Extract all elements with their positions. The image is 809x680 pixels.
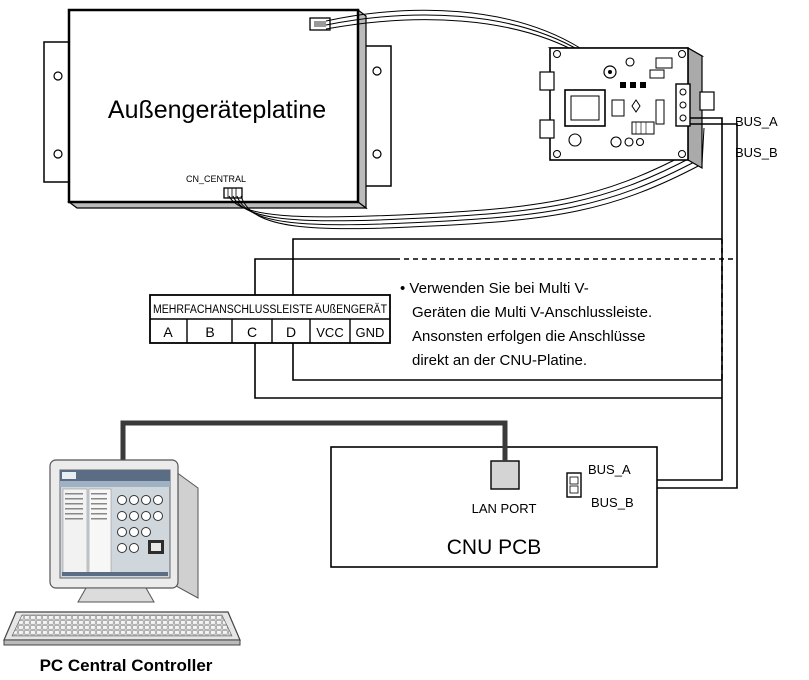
terminal-strip-header: MEHRFACHANSCHLUSSLEISTE AUßENGERÄT bbox=[153, 304, 387, 316]
bus-a-label-top: BUS_A bbox=[735, 114, 778, 129]
note-line-3: Ansonsten erfolgen die Anschlüsse bbox=[412, 328, 646, 345]
mount-screw-icon bbox=[372, 66, 382, 76]
outdoor-unit-board: Außengeräteplatine CN_CENTRAL bbox=[43, 8, 392, 210]
cnu-bus-a-label: BUS_A bbox=[588, 462, 631, 477]
lan-port-icon bbox=[490, 460, 520, 490]
terminal-gnd: GND bbox=[356, 325, 385, 340]
note-line-1: • Verwenden Sie bei Multi V- bbox=[400, 280, 589, 297]
interface-pcb bbox=[539, 46, 715, 170]
cnu-bus-b-label: BUS_B bbox=[591, 495, 634, 510]
outdoor-board-title: Außengeräteplatine bbox=[108, 96, 326, 124]
terminal-strip: MEHRFACHANSCHLUSSLEISTE AUßENGERÄT A B C… bbox=[149, 294, 391, 344]
mount-screw-icon bbox=[372, 149, 382, 159]
pcb-mount-tab bbox=[539, 119, 555, 139]
cnu-pcb-title: CNU PCB bbox=[447, 536, 542, 559]
cn-central-connector bbox=[223, 187, 243, 199]
pc-central-controller-icon bbox=[3, 459, 241, 646]
pcb-mount-tab bbox=[699, 91, 715, 111]
terminal-vcc: VCC bbox=[316, 325, 343, 340]
dashed-alternate-wires bbox=[395, 239, 737, 380]
lan-cable bbox=[120, 420, 508, 461]
pcb-mount-tab bbox=[539, 71, 555, 91]
terminal-a: A bbox=[163, 324, 173, 340]
cn-central-label: CN_CENTRAL bbox=[186, 174, 246, 184]
note-line-4: direkt an der CNU-Platine. bbox=[412, 352, 587, 369]
left-mount-flange bbox=[43, 41, 73, 183]
mount-screw-icon bbox=[53, 71, 63, 81]
note-line-2: Geräten die Multi V-Anschlussleiste. bbox=[412, 304, 652, 321]
ribbon-cable-central bbox=[228, 127, 705, 230]
terminal-strip-wires bbox=[254, 238, 722, 399]
terminal-b: B bbox=[205, 324, 214, 340]
outdoor-board-panel bbox=[67, 8, 360, 204]
bus-b-label-top: BUS_B bbox=[735, 145, 778, 160]
pc-caption: PC Central Controller bbox=[40, 656, 213, 675]
terminal-d: D bbox=[286, 324, 296, 340]
lan-port-label: LAN PORT bbox=[472, 501, 537, 516]
mount-screw-icon bbox=[53, 149, 63, 159]
terminal-c: C bbox=[247, 324, 257, 340]
cnu-pcb: LAN PORT BUS_A BUS_B CNU PCB bbox=[330, 446, 658, 568]
note-text: • Verwenden Sie bei Multi V- Geräten die… bbox=[400, 280, 652, 369]
